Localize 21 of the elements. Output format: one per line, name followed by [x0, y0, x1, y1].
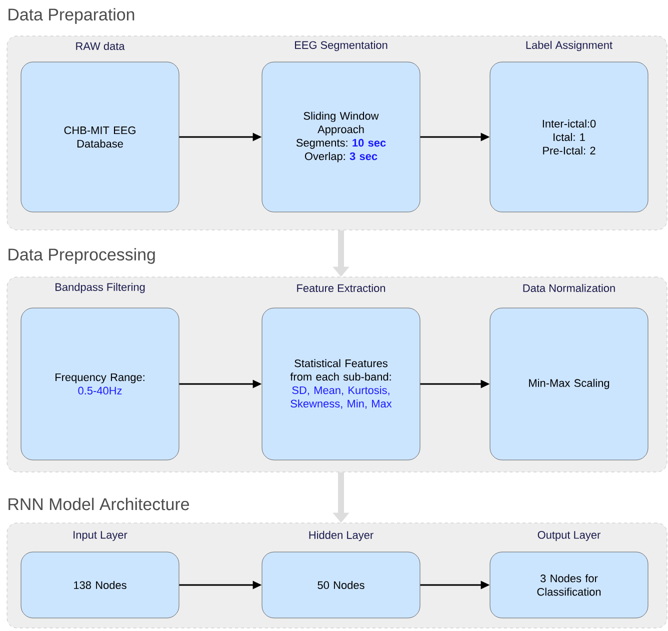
box-heading: Bandpass Filtering [56, 282, 145, 294]
process-box: Min-Max Scaling [490, 308, 648, 460]
box-heading: Label Assignment [526, 40, 612, 52]
box-heading: Hidden Layer [309, 530, 374, 542]
box-heading: Data Normalization [523, 284, 615, 292]
process-box: 3 Nodes for Classification [490, 552, 648, 618]
process-box: Sliding Window Approach Segments: 10 sec Overlap: 3 sec [262, 62, 420, 212]
section-title: Data Preprocessing [8, 248, 155, 264]
box-heading: Feature Extraction [297, 284, 386, 292]
box-heading: EEG Segmentation [295, 40, 388, 52]
process-box: CHB-MIT EEG Database [20, 62, 180, 212]
process-box: Frequency Range: 0.5-40Hz [20, 308, 180, 460]
process-box: 50 Nodes [262, 552, 420, 618]
process-box: Statistical Features from each sub-band: SD, Mean, Kurtosis, Skewness, Min, Max [262, 308, 420, 460]
box-heading: Output Layer [538, 531, 600, 541]
section-title: Data Preparation [8, 8, 134, 24]
process-box: Inter-ictal:0 Ictal: 1 Pre-Ictal: 2 [490, 62, 648, 212]
process-box: 138 Nodes [20, 552, 180, 618]
box-heading: RAW data [76, 42, 125, 50]
box-heading: Input Layer [74, 531, 128, 541]
section-title: RNN Model Architecture [8, 498, 190, 510]
